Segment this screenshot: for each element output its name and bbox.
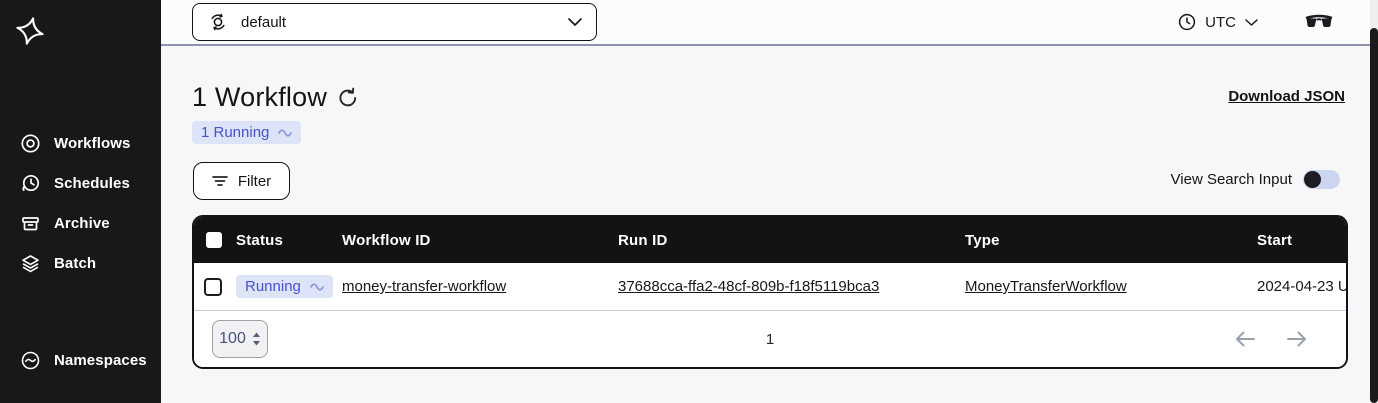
view-search-input-label: View Search Input [1170,171,1292,188]
toggle-knob [1304,171,1321,188]
timezone-select[interactable]: UTC [1178,0,1258,44]
topbar: default UTC [161,0,1370,46]
view-search-input-toggle[interactable] [1303,170,1340,189]
page-size-select[interactable]: 100 [212,320,268,358]
column-header-run-id[interactable]: Run ID [618,231,668,249]
run-id-link[interactable]: 37688cca-ffa2-48cf-809b-f18f5119bca3 [618,278,880,295]
sidebar-item-workflows[interactable]: Workflows [0,123,161,163]
filter-button-label: Filter [237,172,272,190]
status-label: Running [245,278,301,295]
sidebar-item-label: Archive [54,214,110,232]
namespace-icon [207,11,229,33]
pulse-icon [278,128,293,138]
current-page-indicator: 1 [765,330,775,348]
scrollbar-thumb[interactable] [1370,28,1378,403]
batch-icon [20,253,41,274]
sidebar: Workflows Schedules Archi [0,0,161,403]
select-all-checkbox[interactable] [206,232,222,248]
clock-icon [1178,13,1196,31]
table-pagination: 100 1 [194,311,1346,367]
previous-page-icon[interactable] [1234,329,1256,349]
sidebar-item-label: Workflows [54,134,131,152]
labs-glasses-icon[interactable] [1304,13,1334,32]
sidebar-item-namespaces[interactable]: Namespaces [0,340,161,380]
table-row[interactable]: Running money-transfer-workflow 37688cca… [194,263,1346,311]
filter-button[interactable]: Filter [193,162,290,200]
refresh-icon[interactable] [337,87,359,109]
view-search-input-control: View Search Input [1171,170,1340,189]
workflow-id-link[interactable]: money-transfer-workflow [342,278,507,295]
sidebar-item-schedules[interactable]: Schedules [0,163,161,203]
next-page-icon[interactable] [1286,329,1308,349]
start-time-value: 2024-04-23 UTC [1257,278,1346,295]
workflows-table: Status Workflow ID Run ID Type Start Run… [192,215,1348,369]
column-header-type[interactable]: Type [965,231,1000,249]
running-count-badge[interactable]: 1 Running [192,121,302,144]
spinner-arrows-icon [252,332,261,346]
sidebar-item-label: Schedules [54,174,130,192]
chevron-down-icon [568,18,582,26]
chevron-down-icon [1245,18,1258,26]
workflow-type-link[interactable]: MoneyTransferWorkflow [965,278,1127,295]
archive-icon [20,213,41,234]
namespace-select[interactable]: default [192,3,597,41]
column-header-workflow-id[interactable]: Workflow ID [342,231,431,249]
sidebar-item-label: Namespaces [54,351,147,369]
column-header-start[interactable]: Start [1257,231,1293,249]
workflows-icon [20,133,41,154]
page-size-value: 100 [219,330,246,347]
schedules-icon [20,173,41,194]
timezone-value: UTC [1205,13,1236,31]
download-json-link[interactable]: Download JSON [1228,88,1345,105]
pulse-icon [310,282,324,292]
sidebar-item-archive[interactable]: Archive [0,203,161,243]
page-title: 1 Workflow [192,82,328,112]
temporal-logo-icon[interactable] [15,16,45,46]
vertical-scrollbar[interactable] [1370,0,1378,403]
row-checkbox[interactable] [204,277,222,296]
column-header-status[interactable]: Status [236,231,284,249]
table-header: Status Workflow ID Run ID Type Start [194,217,1346,263]
filter-icon [211,175,228,187]
namespace-select-value: default [241,13,287,31]
status-badge: Running [236,275,333,298]
namespaces-icon [20,350,41,371]
sidebar-item-label: Batch [54,254,97,272]
sidebar-item-batch[interactable]: Batch [0,243,161,283]
running-count-label: 1 Running [201,124,270,141]
